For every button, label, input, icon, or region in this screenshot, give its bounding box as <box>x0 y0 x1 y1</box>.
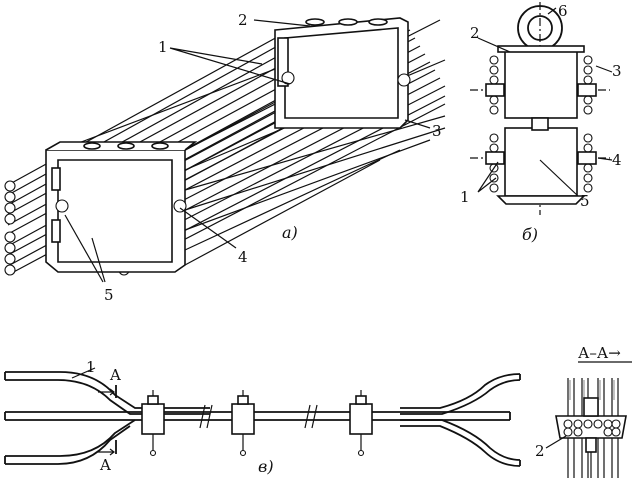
figure-a-label-2: 2 <box>238 11 248 29</box>
figure-b-label-3: 3 <box>612 62 622 80</box>
figure-a-label-1: 1 <box>158 38 168 56</box>
section-a-a-title: А–А→ <box>578 344 621 362</box>
figure-v-label-a-top: A <box>109 366 121 384</box>
section-a-a-label-2: 2 <box>535 442 545 460</box>
plan-clamps <box>141 390 373 457</box>
leader-lines-a <box>64 19 431 283</box>
figure-v-caption: в) <box>258 457 274 476</box>
figure-b-label-4: 4 <box>612 151 622 169</box>
figure-a-caption: а) <box>282 223 298 242</box>
figure-b-section <box>470 2 613 215</box>
figure-a-bundle <box>4 17 446 283</box>
section-a-a <box>545 361 632 478</box>
figure-v-label-1: 1 <box>86 358 96 376</box>
figure-b-label-5: 5 <box>580 192 590 210</box>
back-clamp <box>274 17 411 129</box>
figure-b-caption: б) <box>522 225 538 244</box>
section-rods <box>489 55 593 193</box>
figure-b-label-2: 2 <box>470 24 480 42</box>
figure-a-label-5: 5 <box>104 286 114 304</box>
figure-v-plan <box>4 367 521 467</box>
front-clamp <box>45 141 198 273</box>
figure-v-label-a-bottom: A <box>99 456 111 474</box>
figure-a-label-4: 4 <box>238 248 248 266</box>
figure-b-label-1: 1 <box>460 188 470 206</box>
figure-b-label-6: 6 <box>558 2 568 20</box>
figure-a-label-3: 3 <box>432 122 442 140</box>
